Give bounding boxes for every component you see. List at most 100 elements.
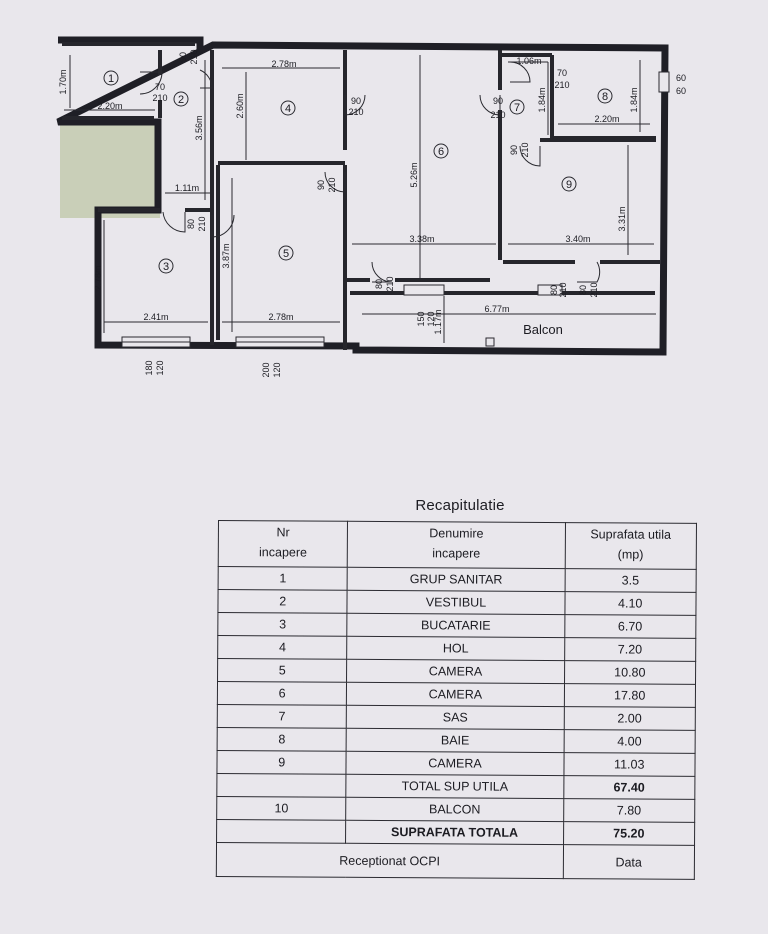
table-row: 5 CAMERA 10.80 (217, 658, 696, 685)
total-row: SUPRAFATA TOTALA 75.20 (216, 819, 695, 846)
door-r8-height: 210 (327, 177, 337, 192)
window-r5-width: 200 (261, 362, 271, 377)
row-nr: 5 (217, 658, 348, 683)
door-r6b-width: 80 (578, 285, 588, 295)
row-nr: 8 (217, 727, 347, 752)
dim-r8-width: 2.20m (594, 114, 619, 124)
header-nr: Nr incapere (218, 520, 348, 568)
header-area-line2: (mp) (617, 547, 644, 562)
door-r5-width: 80 (374, 279, 384, 289)
dim-balcon-width: 6.77m (484, 304, 509, 314)
floor-plan: 1 2 3 4 5 6 7 8 9 1.70m 2.20m 2.78m 2.60… (56, 36, 686, 378)
door-sas-width: 90 (509, 145, 519, 155)
table-row: 3 BUCATARIE 6.70 (217, 612, 696, 639)
dim-r1-width: 2.20m (97, 101, 122, 111)
dim-r3-height: 2.78m (93, 265, 103, 290)
header-name: Denumire incapere (347, 521, 565, 569)
row-area: 3.5 (564, 568, 697, 593)
dim-r9-width: 3.40m (565, 234, 590, 244)
room-number-6: 6 (438, 146, 444, 158)
room-number-9: 9 (566, 179, 572, 191)
row-nr: 6 (217, 681, 347, 706)
table-row: 1 GRUP SANITAR 3.5 (218, 566, 697, 593)
door-r4-height: 210 (348, 107, 363, 117)
row-name: BAIE (346, 728, 564, 753)
row-name: VESTIBUL (347, 590, 565, 615)
dim-hall-length: 3.56m (194, 115, 204, 140)
exterior-walls (56, 36, 669, 356)
row-area: 10.80 (564, 660, 696, 685)
total-label: SUPRAFATA TOTALA (345, 820, 564, 845)
interior-walls (98, 50, 660, 350)
room-number-7: 7 (514, 102, 520, 114)
door-r7-width: 70 (557, 68, 567, 78)
row-area: 7.20 (564, 637, 696, 662)
dimension-labels: 1.70m 2.20m 2.78m 2.60m 3.56m 5.26m 3.38… (58, 56, 639, 335)
row-name: GRUP SANITAR (347, 567, 565, 592)
dim-r4-width: 2.78m (271, 59, 296, 69)
row-name: CAMERA (346, 751, 564, 776)
room-number-1: 1 (108, 73, 114, 85)
row-name: CAMERA (346, 682, 565, 707)
recap-title: Recapitulatie (415, 497, 505, 514)
room-number-8: 8 (602, 91, 608, 103)
door-swings (139, 61, 601, 283)
window-r3-width: 180 (144, 360, 154, 375)
row-name: HOL (347, 636, 565, 661)
header-name-line1: Denumire (429, 526, 484, 541)
table-header-row: Nr incapere Denumire incapere Suprafata … (218, 520, 697, 570)
dim-r7-width: 1.06m (516, 56, 541, 66)
room-number-4: 4 (285, 103, 291, 115)
window-r8-height: 60 (676, 86, 686, 96)
row-nr: 1 (218, 566, 348, 591)
balcon-area: 7.80 (563, 798, 695, 823)
header-name-line2: incapere (432, 546, 481, 561)
dim-r7-height: 1.84m (537, 87, 547, 112)
row-nr: 4 (217, 635, 348, 660)
row-nr: 2 (217, 589, 348, 614)
received-label: Receptionat OCPI (216, 842, 564, 879)
door-r3-height: 210 (197, 216, 207, 231)
door-r4-width: 90 (351, 96, 361, 106)
table-row: 6 CAMERA 17.80 (217, 681, 696, 708)
row-name: BUCATARIE (347, 613, 565, 638)
door-r6-width: 90 (493, 96, 503, 106)
total-util-row: TOTAL SUP UTILA 67.40 (216, 773, 695, 800)
row-nr: 3 (217, 612, 348, 637)
window-r3-height: 120 (155, 360, 165, 375)
door-sas-height: 210 (520, 142, 530, 157)
dim-r5-height: 3.87m (221, 243, 231, 268)
row-area: 17.80 (563, 683, 696, 708)
header-area: Suprafata utila (mp) (564, 522, 697, 570)
door-r1-height: 210 (152, 93, 167, 103)
row-nr: 9 (216, 750, 347, 775)
row-name: SAS (346, 705, 564, 730)
row-area: 11.03 (563, 752, 696, 777)
row-nr-empty (216, 819, 347, 844)
window-r8-width: 60 (676, 73, 686, 83)
room-number-2: 2 (178, 94, 184, 106)
door-r5-height: 210 (385, 276, 395, 291)
room-markers: 1 2 3 4 5 6 7 8 9 (103, 70, 613, 274)
row-area: 6.70 (564, 614, 696, 639)
balcon-label: Balcon (523, 322, 563, 337)
balcon-nr: 10 (216, 796, 347, 821)
table-row: 2 VESTIBUL 4.10 (217, 589, 697, 616)
opening-labels: 70 210 90 210 90 210 90 210 70 210 90 21… (144, 49, 686, 377)
floor-shade (60, 122, 160, 218)
door-r3-width: 80 (186, 219, 196, 229)
dim-r1-height: 1.70m (58, 69, 68, 94)
door-r9b-width: 80 (549, 285, 559, 295)
row-area: 4.00 (563, 729, 696, 754)
dim-r9-height: 3.31m (617, 206, 627, 231)
door-r1-width: 70 (155, 82, 165, 92)
door-r6b-height: 210 (589, 282, 599, 297)
header-area-line1: Suprafata utila (590, 527, 672, 542)
row-nr: 7 (217, 704, 347, 729)
dim-r3-width: 2.41m (143, 312, 168, 322)
table-row: 8 BAIE 4.00 (217, 727, 696, 754)
row-area: 2.00 (563, 706, 696, 731)
footer-row: Receptionat OCPI Data (216, 842, 695, 880)
door-r7-height: 210 (554, 80, 569, 90)
